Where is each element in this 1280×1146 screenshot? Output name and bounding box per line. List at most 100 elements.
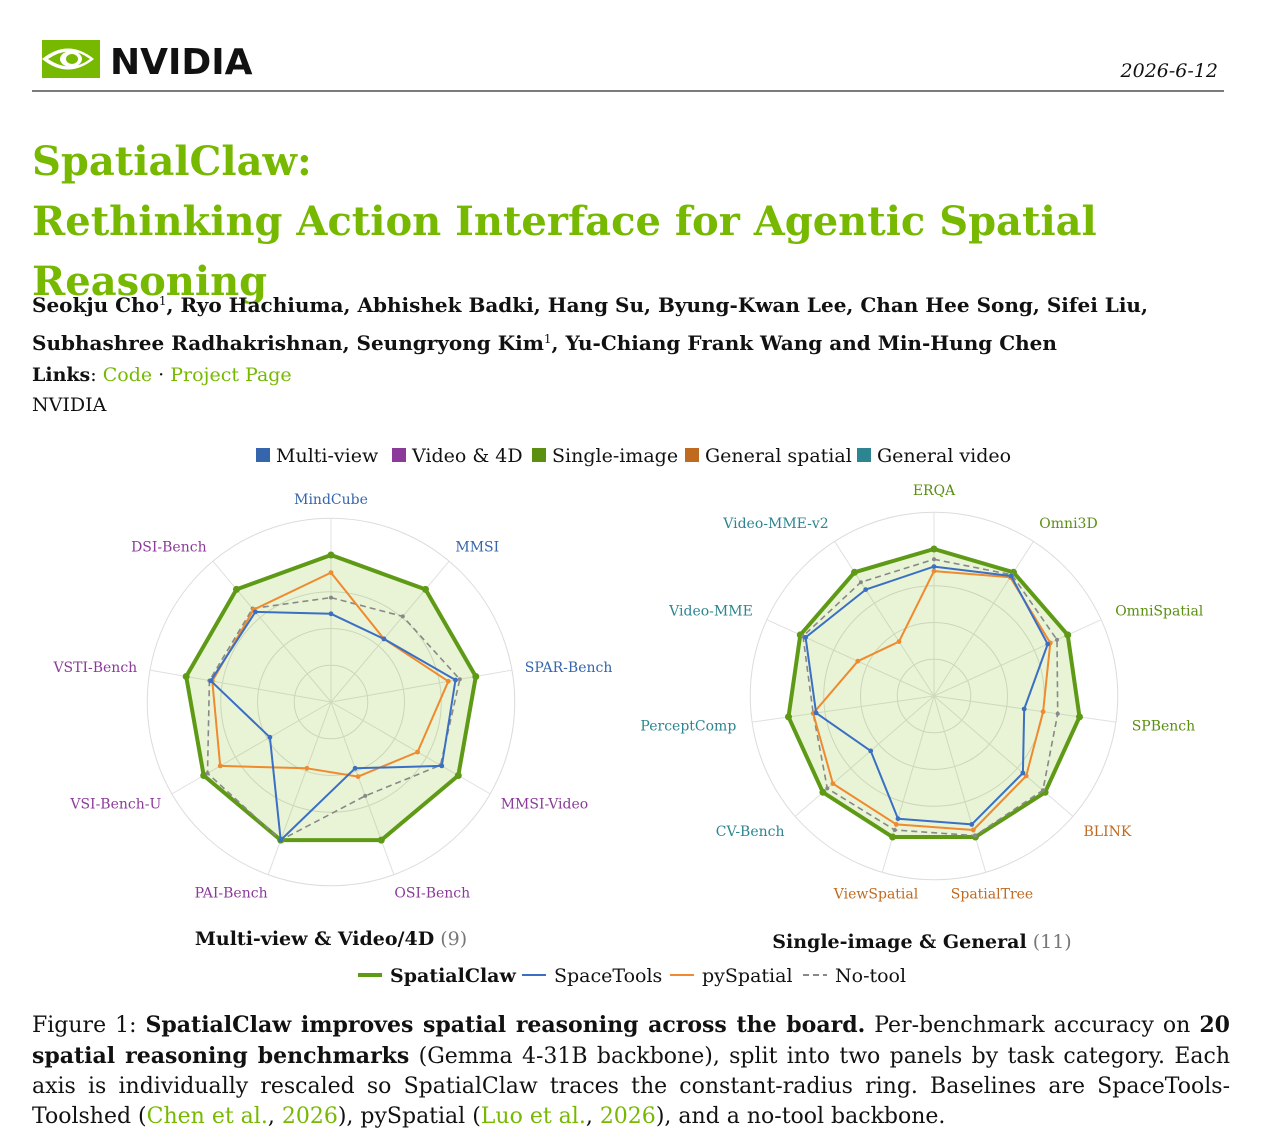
radar-axis-label: ERQA [913, 483, 956, 499]
spatialclaw-point [327, 551, 335, 559]
citation-chen-year[interactable]: 2026 [281, 1104, 338, 1129]
category-legend-label: Multi-view [276, 445, 379, 467]
spatialclaw-area [186, 555, 476, 841]
category-legend-swatch [392, 448, 406, 462]
no-tool-point [1055, 711, 1060, 716]
radar-spoke [933, 695, 1074, 817]
pyspatial-point [970, 827, 976, 833]
radar-spoke [330, 701, 395, 875]
spacetools-point [453, 677, 458, 683]
no-tool-series-line [802, 558, 1059, 837]
spacetools-point [208, 678, 214, 684]
radar-axis-label: MMSI [455, 540, 499, 556]
no-tool-point [329, 595, 333, 600]
radar-panel-title: Multi-view & Video/4D(9) [195, 928, 467, 950]
no-tool-point [858, 580, 863, 585]
spacetools-point [278, 837, 284, 843]
code-link[interactable]: Code [102, 364, 153, 386]
citation-luo-year[interactable]: 2026 [599, 1104, 656, 1129]
radar-spoke [171, 701, 332, 795]
author-name: Hang Su [547, 293, 645, 317]
spatialclaw-point [851, 568, 858, 576]
spatialclaw-series-line [184, 553, 478, 843]
radar-axis-label: DSI-Bench [131, 540, 207, 556]
citation-chen-authors[interactable]: Chen et al. [146, 1104, 268, 1129]
radar-axis-label: MMSI-Video [501, 796, 589, 812]
project-page-link[interactable]: Project Page [170, 364, 292, 386]
spacetools-point [868, 748, 874, 754]
category-legend-item: Multi-view [256, 445, 379, 467]
radar-axis-label: VSTI-Bench [52, 660, 137, 676]
author-name: Seungryong Kim [356, 331, 544, 355]
nvidia-logo: NVIDIA [42, 40, 253, 82]
radar-axis-label: OSI-Bench [394, 886, 470, 902]
radar-spoke [212, 560, 332, 703]
radar-spoke [330, 560, 450, 703]
category-legend-swatch [532, 448, 546, 462]
caption-benchmark-count: 20 spatial reasoning benchmarks [32, 1012, 1230, 1069]
spacetools-point [1045, 641, 1051, 647]
radar-panel-title-name: Single-image & General [772, 931, 1026, 953]
logo-wordmark: NVIDIA [110, 42, 253, 82]
pyspatial-point [1023, 773, 1029, 779]
author-name: Yu-Chiang Frank Wang [565, 331, 823, 355]
spatialclaw-point [1064, 631, 1072, 639]
radar-panel-title-count: (11) [1033, 931, 1072, 953]
spatialclaw-point [377, 836, 385, 844]
radar-chart-1: MindCubeMMSISPAR-BenchMMSI-VideoOSI-Benc… [52, 492, 612, 950]
pyspatial-point [304, 765, 310, 771]
radar-spoke [834, 541, 935, 697]
author-name: Sifei Liu [1046, 293, 1141, 317]
author-affiliation-mark: 1 [543, 332, 552, 346]
author-name: Ryo Hachiuma [180, 293, 344, 317]
author-name: Seokju Cho [32, 293, 159, 317]
pyspatial-point [355, 774, 361, 779]
spacetools-point [1020, 770, 1026, 776]
no-tool-point [932, 557, 936, 562]
radar-spoke [267, 701, 332, 875]
radar-axis-label: SPBench [1132, 718, 1195, 734]
spatialclaw-point [819, 788, 827, 796]
no-tool-point [205, 771, 210, 776]
spacetools-point [253, 609, 258, 615]
spacetools-point [439, 763, 445, 769]
paper-title: SpatialClaw: Rethinking Action Interface… [32, 132, 1280, 312]
paper-header: NVIDIA 2026-6-12 [32, 30, 1224, 92]
pyspatial-point [415, 749, 420, 755]
link-separator: · [158, 364, 165, 386]
category-legend-swatch [685, 448, 699, 462]
series-legend-label: SpaceTools [554, 965, 662, 987]
series-legend-label: SpatialClaw [390, 965, 516, 987]
spatialclaw-point [1076, 713, 1083, 721]
author-name: Abhishek Badki [357, 293, 534, 317]
series-legend-label: No-tool [835, 965, 906, 987]
no-tool-point [825, 786, 830, 791]
figure-label: Figure 1: [32, 1013, 137, 1038]
title-line-1: SpatialClaw: [32, 138, 312, 185]
radar-spoke [330, 701, 491, 795]
radar-axis-label: SpatialTree [951, 887, 1033, 903]
pyspatial-series-line [812, 570, 1052, 831]
links-label: Links [32, 364, 91, 386]
series-legend-item: pySpatial [670, 965, 793, 987]
radar-axis-label: PerceptComp [640, 718, 736, 734]
author-list: Seokju Cho1, Ryo Hachiuma, Abhishek Badk… [32, 293, 1148, 355]
publication-date: 2026-6-12 [1120, 60, 1218, 82]
pyspatial-point [896, 639, 902, 644]
links-row: Links: Code · Project Page [32, 364, 292, 386]
spatialclaw-point [454, 772, 462, 779]
category-legend-item: Video & 4D [392, 445, 523, 467]
pyspatial-point [893, 822, 899, 827]
no-tool-point [457, 677, 462, 682]
series-legend-item: No-tool [803, 965, 906, 987]
spatialclaw-point [422, 585, 429, 593]
spatialclaw-point [785, 713, 792, 721]
radar-panel-title-name: Multi-view & Video/4D [195, 928, 434, 950]
spatialclaw-point [182, 673, 190, 680]
radar-axis-label: PAI-Bench [195, 886, 268, 902]
spacetools-series-line [804, 565, 1049, 826]
citation-luo-authors[interactable]: Luo et al. [480, 1104, 586, 1129]
no-tool-point [1055, 637, 1059, 642]
